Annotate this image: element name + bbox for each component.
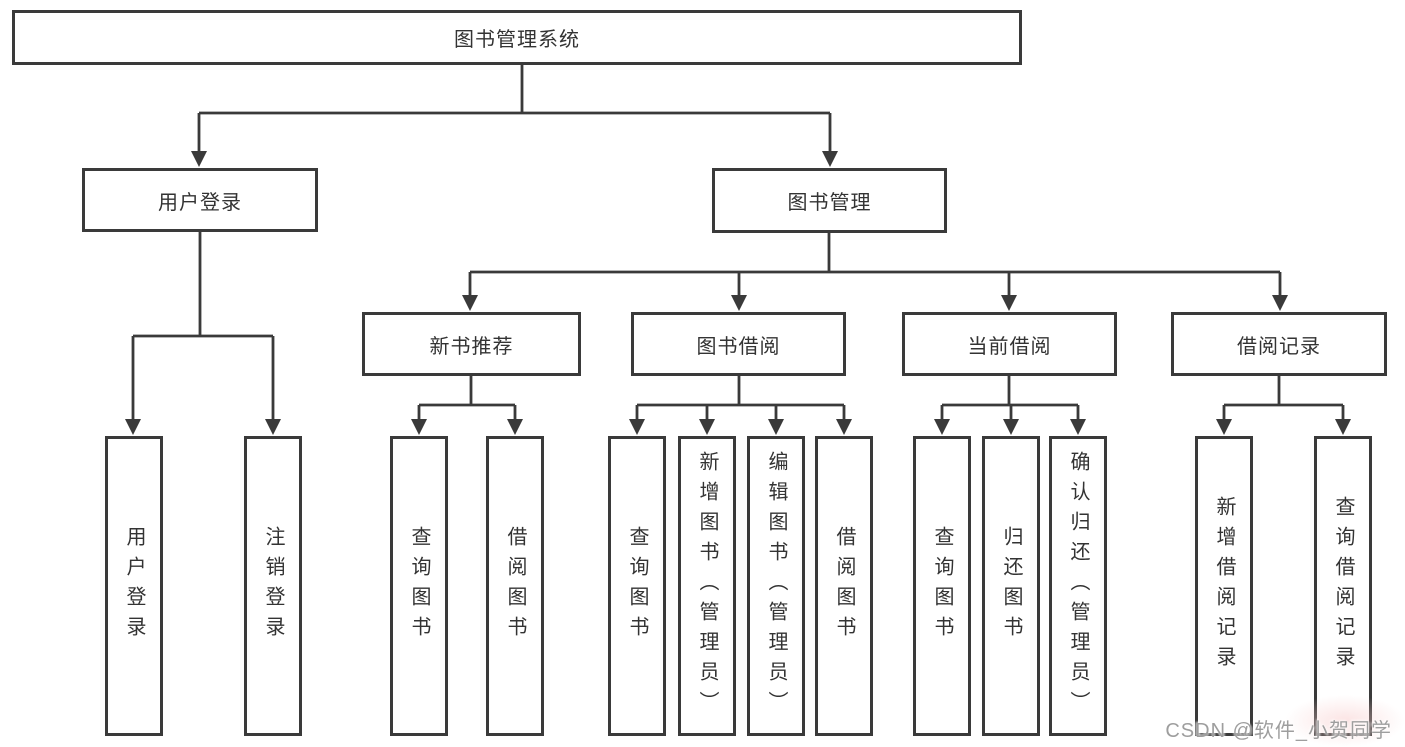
node-borrowing-records: 借阅记录 (1171, 312, 1387, 376)
leaf-newbooks-query-books-label: 查询图书 (408, 526, 430, 646)
node-current-borrowing: 当前借阅 (902, 312, 1117, 376)
leaf-borrowing-edit-books-admin: 编辑图书（管理员） (747, 436, 805, 736)
leaf-newbooks-borrow-books: 借阅图书 (486, 436, 544, 736)
node-root-label: 图书管理系统 (454, 29, 580, 51)
leaf-borrowing-add-books-admin-label: 新增图书（管理员） (696, 451, 718, 721)
leaf-borrowing-borrow-books: 借阅图书 (815, 436, 873, 736)
node-new-book-recommend: 新书推荐 (362, 312, 581, 376)
leaf-records-query-record: 查询借阅记录 (1314, 436, 1372, 736)
leaf-borrowing-borrow-books-label: 借阅图书 (833, 526, 855, 646)
node-book-borrowing: 图书借阅 (631, 312, 846, 376)
leaf-borrowing-query-books: 查询图书 (608, 436, 666, 736)
leaf-current-query-books: 查询图书 (913, 436, 971, 736)
leaf-current-confirm-return-admin-label: 确认归还（管理员） (1067, 451, 1089, 721)
leaf-records-query-record-label: 查询借阅记录 (1332, 496, 1354, 676)
node-root-system: 图书管理系统 (12, 10, 1022, 65)
leaf-user-login: 用户登录 (105, 436, 163, 736)
leaf-borrowing-query-books-label: 查询图书 (626, 526, 648, 646)
node-user-login-label: 用户登录 (158, 191, 242, 214)
leaf-logout: 注销登录 (244, 436, 302, 736)
csdn-watermark: CSDN @软件_小贺同学 (1165, 720, 1392, 742)
leaf-borrowing-edit-books-admin-label: 编辑图书（管理员） (765, 451, 787, 721)
node-book-management-label: 图书管理 (787, 192, 872, 214)
leaf-records-add-record-label: 新增借阅记录 (1213, 496, 1235, 676)
leaf-newbooks-borrow-books-label: 借阅图书 (504, 526, 526, 646)
leaf-records-add-record: 新增借阅记录 (1195, 436, 1253, 736)
leaf-newbooks-query-books: 查询图书 (390, 436, 448, 736)
leaf-current-query-books-label: 查询图书 (931, 526, 953, 646)
node-current-borrowing-label: 当前借阅 (967, 335, 1052, 358)
leaf-current-return-books-label: 归还图书 (1000, 526, 1022, 646)
leaf-user-login-label: 用户登录 (123, 526, 145, 646)
arrowheads (125, 151, 1351, 435)
leaf-current-return-books: 归还图书 (982, 436, 1040, 736)
node-book-management: 图书管理 (712, 168, 947, 233)
leaf-borrowing-add-books-admin: 新增图书（管理员） (678, 436, 736, 736)
leaf-logout-label: 注销登录 (262, 526, 284, 646)
node-book-borrowing-label: 图书借阅 (696, 335, 781, 358)
node-borrowing-records-label: 借阅记录 (1237, 335, 1321, 358)
node-user-login: 用户登录 (82, 168, 318, 232)
leaf-current-confirm-return-admin: 确认归还（管理员） (1049, 436, 1107, 736)
node-new-book-recommend-label: 新书推荐 (429, 335, 514, 358)
